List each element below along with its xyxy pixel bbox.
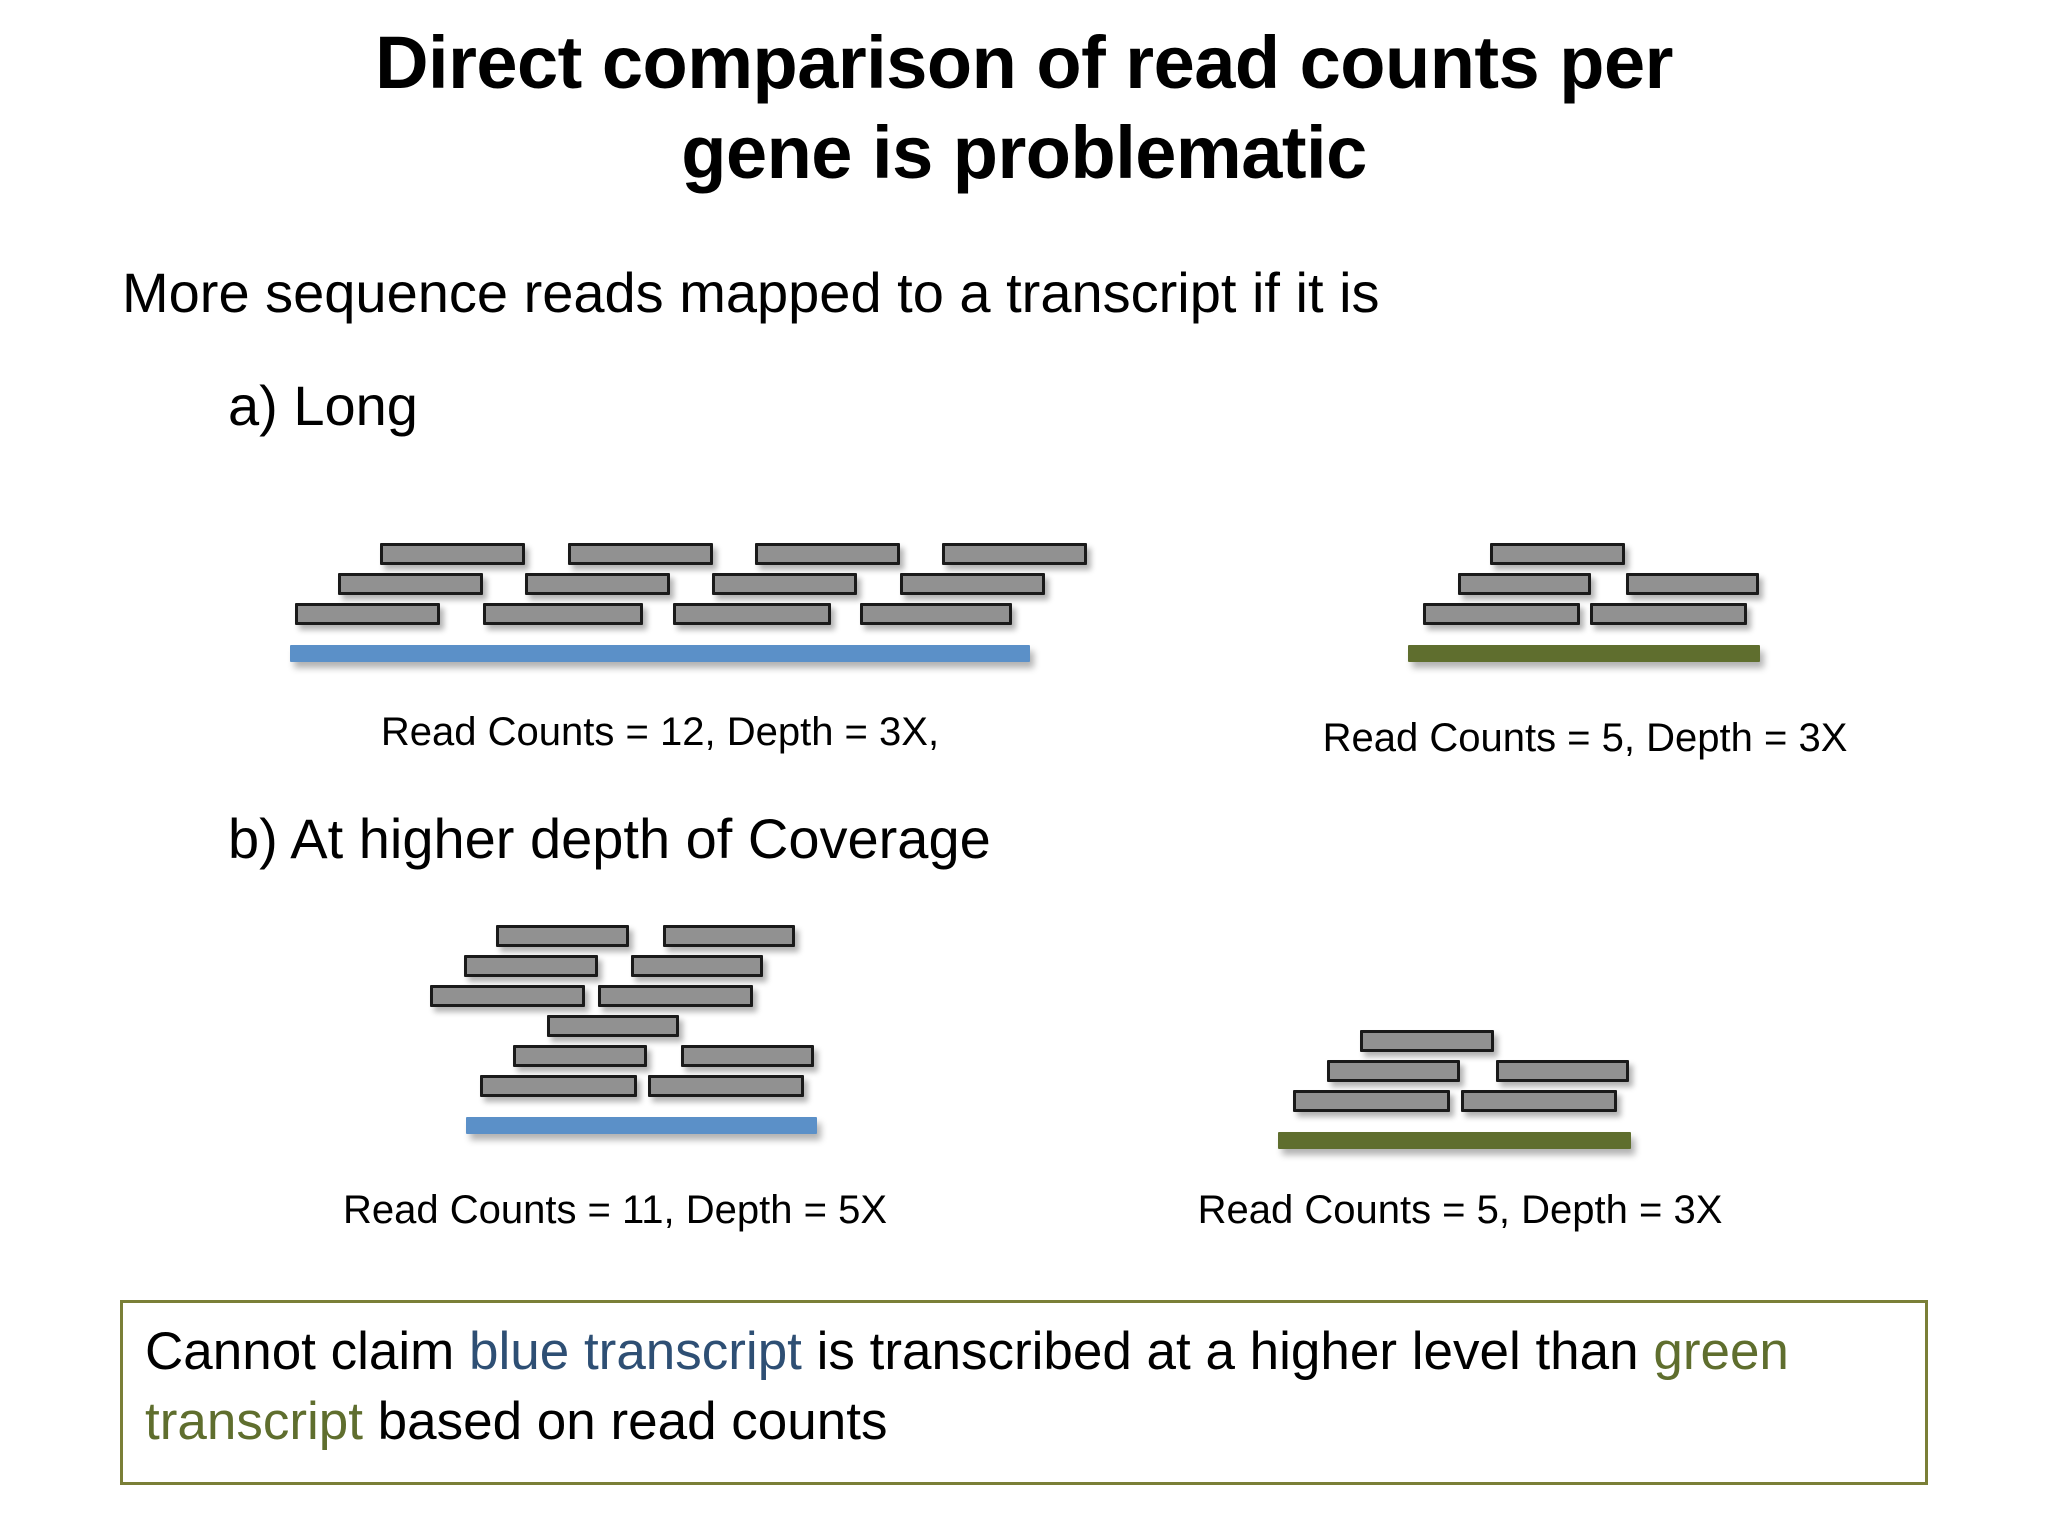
subtitle-text: More sequence reads mapped to a transcri… <box>122 261 1380 324</box>
sequence-read-bar <box>338 573 483 595</box>
read-stack-long-green <box>1408 543 1778 667</box>
caption-long-green: Read Counts = 5, Depth = 3X <box>1322 716 1848 760</box>
read-stack-depth-blue <box>408 925 838 1139</box>
sequence-read-bar <box>712 573 857 595</box>
conclusion-box: Cannot claim blue transcript is transcri… <box>120 1300 1928 1485</box>
read-row <box>408 955 838 985</box>
caption-depth-blue: Read Counts = 11, Depth = 5X <box>342 1188 888 1232</box>
sequence-read-bar <box>525 573 670 595</box>
conclusion-blue-term: blue transcript <box>469 1322 802 1381</box>
sequence-read-bar <box>547 1015 679 1037</box>
sequence-read-bar <box>860 603 1012 625</box>
caption-long-blue: Read Counts = 12, Depth = 3X, <box>380 710 940 754</box>
sequence-read-bar <box>681 1045 814 1067</box>
sequence-read-bar <box>430 985 585 1007</box>
read-row <box>1408 603 1778 633</box>
sequence-read-bar <box>483 603 643 625</box>
sequence-read-bar <box>568 543 713 565</box>
conclusion-part3: based on read counts <box>362 1391 888 1451</box>
conclusion-text: Cannot claim blue transcript is transcri… <box>145 1317 1905 1457</box>
sequence-read-bar <box>513 1045 647 1067</box>
sequence-read-bar <box>1626 573 1759 595</box>
transcript-bar <box>290 645 1030 662</box>
read-row <box>408 1015 838 1045</box>
transcript-row <box>290 633 1050 667</box>
sequence-read-bar <box>598 985 753 1007</box>
sequence-read-bar <box>1490 543 1625 565</box>
read-row <box>408 1075 838 1105</box>
sequence-read-bar <box>631 955 763 977</box>
sequence-read-bar <box>1293 1090 1450 1112</box>
transcript-bar <box>1278 1132 1631 1149</box>
sequence-read-bar <box>1360 1030 1494 1052</box>
transcript-row <box>408 1105 838 1139</box>
page-title-line1: Direct comparison of read counts per <box>375 21 1673 104</box>
sequence-read-bar <box>1327 1060 1460 1082</box>
sequence-read-bar <box>380 543 525 565</box>
transcript-bar <box>466 1117 817 1134</box>
sequence-read-bar <box>663 925 795 947</box>
transcript-row <box>1278 1120 1648 1154</box>
sequence-read-bar <box>1461 1090 1617 1112</box>
page-title-line2: gene is problematic <box>681 111 1367 195</box>
conclusion-part1: Cannot claim <box>145 1322 470 1381</box>
read-row <box>1408 573 1778 603</box>
read-stack-long-blue <box>290 543 1087 667</box>
section-a-label: a) Long <box>228 374 418 437</box>
transcript-bar <box>1408 645 1760 662</box>
sequence-read-bar <box>648 1075 804 1097</box>
read-row <box>290 573 1050 603</box>
sequence-read-bar <box>464 955 598 977</box>
sequence-read-bar <box>900 573 1045 595</box>
conclusion-green-term: green transcript <box>145 1322 1789 1451</box>
sequence-read-bar <box>1423 603 1580 625</box>
sequence-read-bar <box>496 925 629 947</box>
page-title: Direct comparison of read counts per gen… <box>0 18 2048 199</box>
transcript-row <box>1408 633 1778 667</box>
read-row <box>1278 1090 1648 1120</box>
read-stack-depth-green <box>1278 1030 1648 1154</box>
read-row <box>1278 1030 1648 1060</box>
sequence-read-bar <box>942 543 1087 565</box>
read-row <box>408 1045 838 1075</box>
sequence-read-bar <box>755 543 900 565</box>
caption-depth-green: Read Counts = 5, Depth = 3X <box>1197 1188 1723 1232</box>
read-row <box>408 985 838 1015</box>
sequence-read-bar <box>1496 1060 1629 1082</box>
sequence-read-bar <box>295 603 440 625</box>
sequence-read-bar <box>1458 573 1591 595</box>
section-b-label: b) At higher depth of Coverage <box>228 807 991 870</box>
sequence-read-bar <box>673 603 831 625</box>
read-row <box>290 603 1050 633</box>
read-row <box>290 543 1087 573</box>
read-row <box>1278 1060 1648 1090</box>
sequence-read-bar <box>480 1075 637 1097</box>
conclusion-part2: is transcribed at a higher level than <box>801 1322 1654 1381</box>
sequence-read-bar <box>1590 603 1747 625</box>
read-row <box>1408 543 1778 573</box>
read-row <box>408 925 838 955</box>
